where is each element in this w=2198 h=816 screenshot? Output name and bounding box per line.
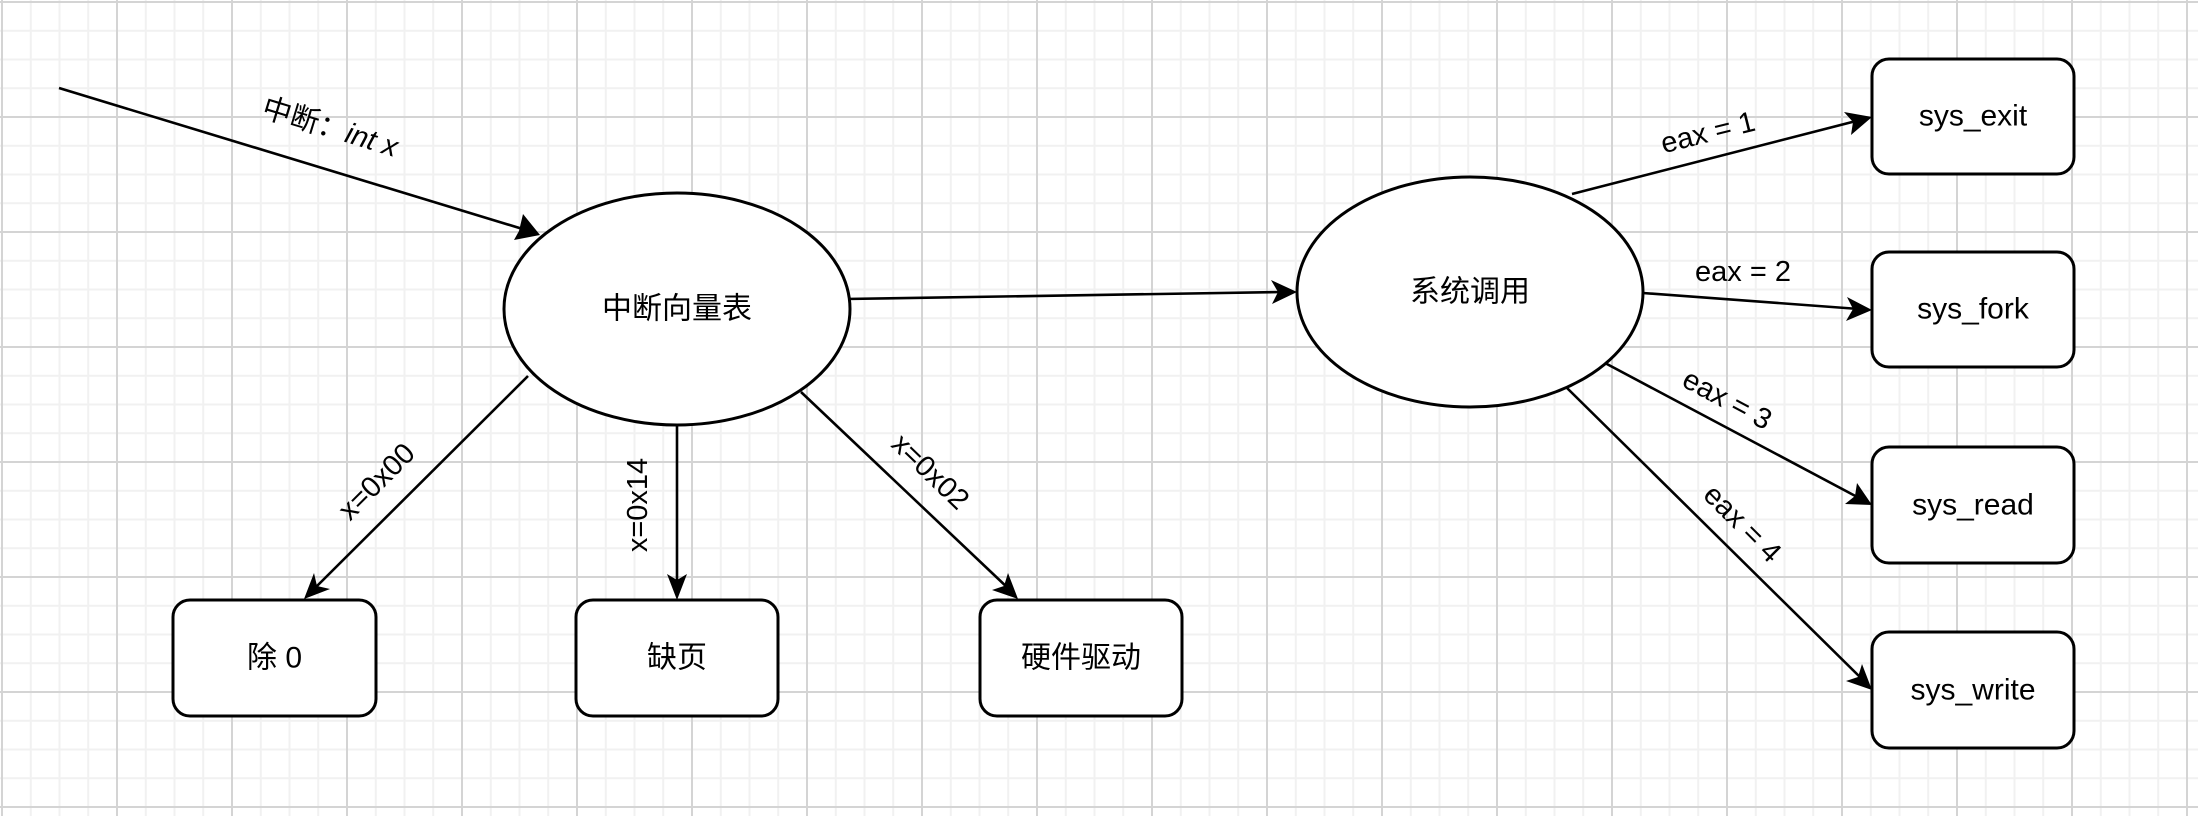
node-system-call[interactable]: 系统调用: [1295, 175, 1645, 409]
arrowhead-icon: [667, 574, 687, 600]
edge-label: eax = 4: [1697, 479, 1787, 569]
arrowhead-icon: [1846, 297, 1872, 321]
edge-ivt-syscall[interactable]: [844, 280, 1297, 304]
rounded-rect-shape: [574, 598, 780, 718]
edge-label: 中断：int x: [258, 91, 403, 164]
rounded-rect-shape: [1870, 445, 2076, 565]
arrowhead-icon: [1271, 280, 1297, 304]
edge-label: x=0x14: [622, 458, 654, 552]
arrowhead-icon: [1844, 112, 1872, 135]
node-label: 中断向量表: [602, 293, 752, 326]
edge-interrupt-in[interactable]: 中断：int x: [58, 86, 540, 240]
node-label: 除 0: [247, 642, 302, 675]
edge-ivt-hwdriver[interactable]: x=0x02: [800, 391, 1018, 599]
node-label: sys_write: [1910, 674, 2035, 707]
node-label: 系统调用: [1410, 276, 1530, 309]
rounded-rect-shape: [1870, 630, 2076, 750]
arrowhead-icon: [1846, 664, 1872, 690]
node-label: sys_fork: [1917, 293, 2030, 326]
edge-syscall-exit[interactable]: eax = 1: [1571, 106, 1872, 196]
arrowhead-icon: [1845, 483, 1872, 505]
arrowhead-icon: [304, 573, 330, 599]
edge-line: [313, 375, 529, 590]
edge-label-prefix: 中断：: [258, 91, 351, 148]
edge-syscall-fork[interactable]: eax = 2: [1642, 256, 1872, 321]
edge-line: [1566, 387, 1865, 682]
edge-line: [800, 391, 1011, 591]
edge-label: eax = 1: [1658, 106, 1759, 160]
node-label: sys_exit: [1919, 100, 2028, 133]
rounded-rect-shape: [1870, 250, 2076, 369]
node-sys-exit[interactable]: sys_exit: [1870, 57, 2076, 176]
node-label: sys_read: [1912, 489, 2034, 522]
ellipse-shape: [502, 191, 852, 427]
edge-label: x=0x00: [332, 437, 421, 526]
rounded-rect-shape: [171, 598, 378, 718]
node-sys-write[interactable]: sys_write: [1870, 630, 2076, 750]
edge-ivt-pagefault[interactable]: x=0x14: [622, 425, 687, 600]
edge-label-suffix: int x: [341, 118, 403, 165]
ellipse-shape: [1295, 175, 1645, 409]
node-hardware-driver[interactable]: 硬件驱动: [978, 598, 1184, 718]
arrowhead-icon: [992, 573, 1018, 599]
edge-line: [1642, 291, 1860, 311]
node-sys-read[interactable]: sys_read: [1870, 445, 2076, 565]
rounded-rect-shape: [1870, 57, 2076, 176]
edge-label: x=0x02: [885, 428, 975, 517]
edge-line: [844, 290, 1285, 301]
edge-line: [1604, 361, 1862, 501]
arrowhead-icon: [514, 214, 540, 240]
node-divide-by-zero[interactable]: 除 0: [171, 598, 378, 718]
node-label: 硬件驱动: [1021, 642, 1141, 675]
edge-ivt-div0[interactable]: x=0x00: [304, 375, 529, 599]
edge-label: eax = 2: [1695, 256, 1791, 288]
edge-line: [58, 86, 527, 232]
node-label: 缺页: [647, 642, 707, 675]
rounded-rect-shape: [978, 598, 1184, 718]
edge-line: [1571, 118, 1861, 196]
node-page-fault[interactable]: 缺页: [574, 598, 780, 718]
node-sys-fork[interactable]: sys_fork: [1870, 250, 2076, 369]
node-interrupt-vector-table[interactable]: 中断向量表: [502, 191, 852, 427]
